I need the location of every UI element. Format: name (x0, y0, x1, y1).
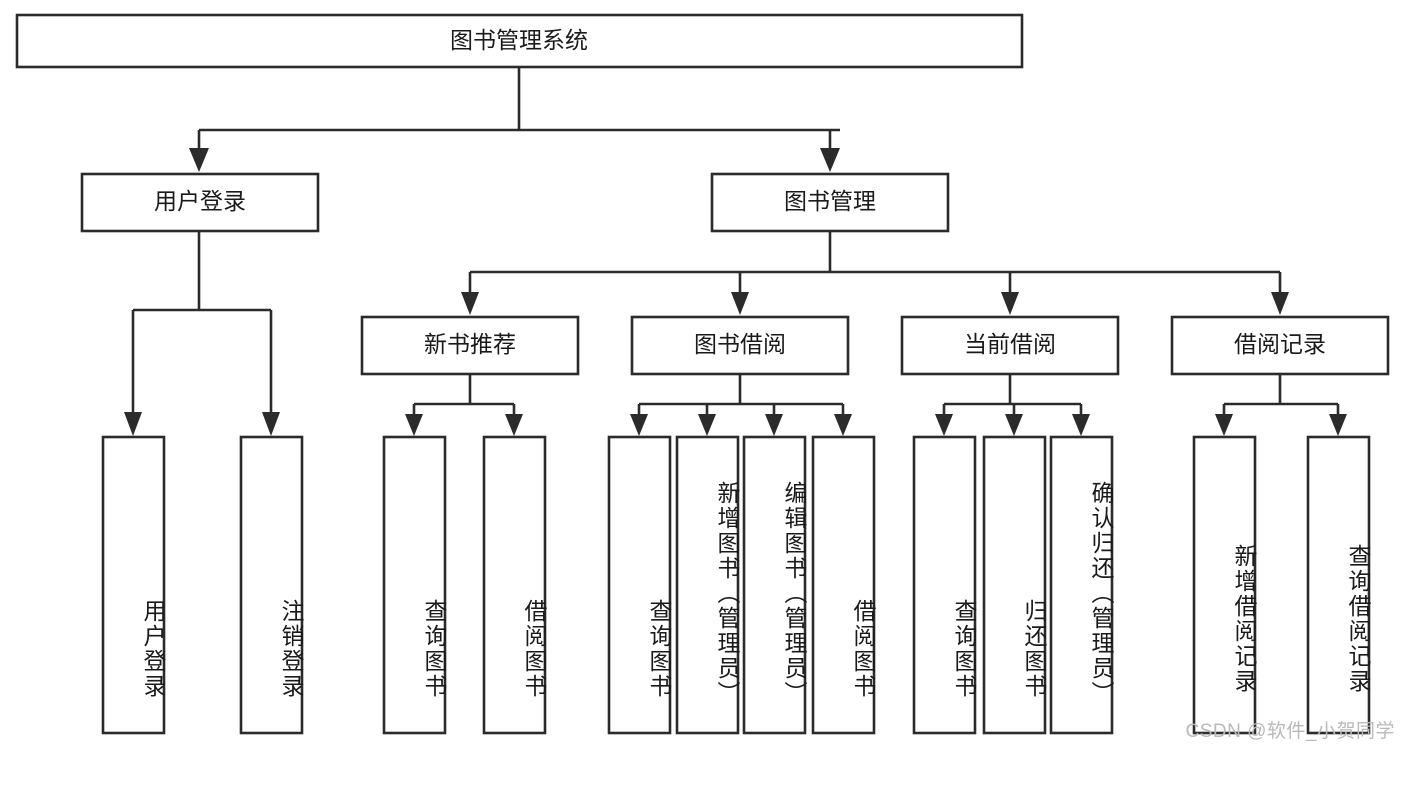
csdn-watermark: CSDN @软件_小贺同学 (1185, 721, 1395, 742)
leaf-box-currentborrow-1[interactable] (982, 435, 1047, 735)
connector-borrowrecord-to-leaves (1215, 374, 1347, 436)
node-root-label: 图书管理系统 (450, 27, 588, 53)
leaf-box-newbook-1[interactable] (482, 435, 547, 735)
leaf-box-currentborrow-2[interactable] (1049, 435, 1114, 735)
connector-bookborrow-to-leaves (630, 374, 852, 436)
node-borrow-record-label: 借阅记录 (1234, 331, 1326, 357)
connector-bookmgmt-to-level3 (461, 231, 1289, 315)
node-new-book-recommend[interactable]: 新书推荐 (360, 315, 580, 376)
connector-root-to-level2 (189, 67, 840, 172)
connector-currentborrow-to-leaves (935, 374, 1090, 436)
diagram-canvas: 图书管理系统 用户登录 图书管理 新书推荐 图书借阅 当前借阅 借阅记录 (15, 13, 1395, 742)
node-book-management[interactable]: 图书管理 (710, 172, 950, 233)
node-current-borrow-label: 当前借阅 (964, 331, 1056, 357)
node-user-login[interactable]: 用户登录 (80, 172, 320, 233)
leaf-box-bookborrow-3[interactable] (811, 435, 876, 735)
leaf-box-borrowrecord-0[interactable] (1192, 435, 1257, 735)
leaf-box-currentborrow-0[interactable] (912, 435, 977, 735)
leaf-box-newbook-0[interactable] (382, 435, 447, 735)
leaf-box-bookborrow-2[interactable] (742, 435, 807, 735)
leaf-box-bookborrow-1[interactable] (675, 435, 740, 735)
flowchart-svg: 图书管理系统 用户登录 图书管理 新书推荐 图书借阅 当前借阅 借阅记录 (15, 13, 1390, 735)
leaf-box-user-login-1[interactable] (239, 435, 304, 735)
node-book-borrow-label: 图书借阅 (694, 331, 786, 357)
node-new-book-recommend-label: 新书推荐 (424, 331, 516, 357)
connector-newbook-to-leaves (405, 374, 523, 436)
leaf-box-borrowrecord-1[interactable] (1306, 435, 1371, 735)
node-borrow-record[interactable]: 借阅记录 (1170, 315, 1390, 376)
node-book-management-label: 图书管理 (784, 188, 876, 214)
connector-userlogin-to-leaves (124, 231, 280, 436)
node-current-borrow[interactable]: 当前借阅 (900, 315, 1120, 376)
node-book-borrow[interactable]: 图书借阅 (630, 315, 850, 376)
leaf-box-bookborrow-0[interactable] (607, 435, 672, 735)
node-user-login-label: 用户登录 (154, 188, 246, 214)
node-root-system[interactable]: 图书管理系统 (15, 13, 1024, 69)
leaf-box-user-login-0[interactable] (101, 435, 166, 735)
